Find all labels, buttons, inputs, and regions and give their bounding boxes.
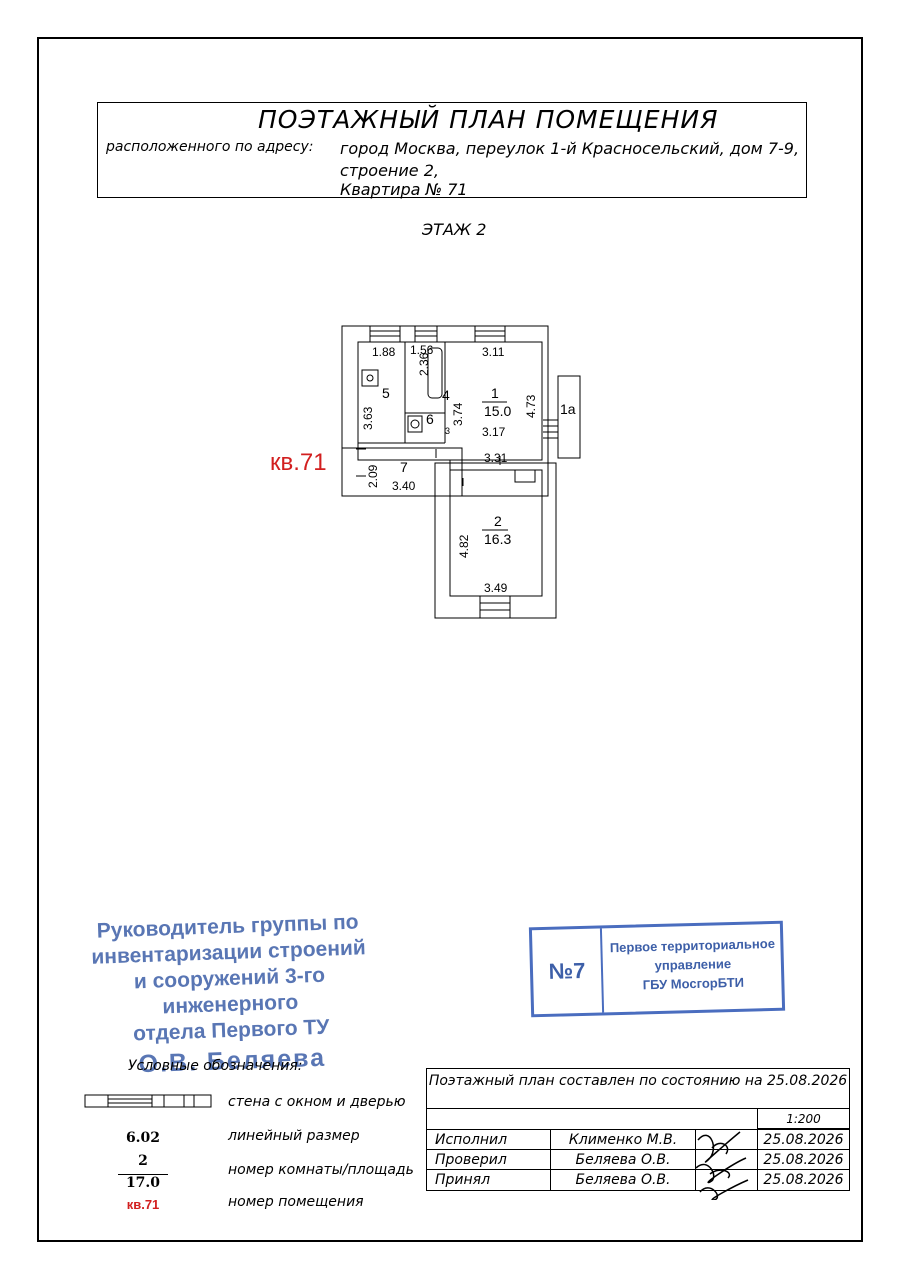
dim-room5-width: 1.88: [372, 345, 396, 359]
address-line-3: Квартира № 71: [340, 180, 468, 199]
legend-dim-sample: 6.02: [125, 1130, 161, 1146]
row-signature-cell: [695, 1170, 757, 1190]
plan-title: ПОЭТАЖНЫЙ ПЛАН ПОМЕЩЕНИЯ: [258, 105, 719, 134]
dim-bath-length: 2.36: [417, 352, 431, 376]
dim-room1-height: 4.73: [524, 394, 538, 418]
legend-room-num: 2: [138, 1153, 148, 1169]
room1a-num: 1а: [560, 401, 576, 417]
row-role: Принял: [435, 1172, 491, 1188]
title-block: ПОЭТАЖНЫЙ ПЛАН ПОМЕЩЕНИЯ расположенного …: [97, 102, 807, 199]
dim-room1-bottom: 3.17: [482, 425, 506, 439]
room5-num: 5: [382, 385, 390, 401]
dim-room7-height: 2.09: [366, 464, 380, 488]
row-signature-cell: [695, 1150, 757, 1170]
row-signature-cell: [695, 1130, 757, 1150]
row-name: Беляева О.В.: [550, 1150, 695, 1170]
row-role: Проверил: [435, 1152, 507, 1168]
dim-room5-height: 3.63: [361, 406, 375, 430]
table-row: Проверил Беляева О.В. 25.08.2026: [427, 1149, 849, 1170]
address-line-2: строение 2,: [340, 161, 439, 180]
row-name: Беляева О.В.: [550, 1170, 695, 1190]
dim-room2-bottom: 3.49: [484, 581, 508, 595]
address-line-1: город Москва, переулок 1-й Красносельски…: [340, 139, 800, 158]
dim-room2-height: 4.82: [457, 534, 471, 558]
apartment-label: кв.71: [270, 449, 327, 476]
table-header: Поэтажный план составлен по состоянию на…: [427, 1069, 849, 1109]
legend-apt-sample: кв.71: [126, 1197, 160, 1212]
office-stamp-text: Первое территориальное управление ГБУ Мо…: [602, 934, 783, 996]
floor-label: ЭТАЖ 2: [422, 220, 487, 239]
office-stamp-number: №7: [531, 928, 605, 1015]
manager-stamp: Руководитель группы по инвентаризации ст…: [77, 909, 382, 1079]
legend-wall-text: стена с окном и дверью: [228, 1094, 406, 1110]
dim-room1-width: 3.11: [482, 345, 505, 359]
room6-num: 6: [426, 411, 434, 427]
room2-num: 2: [494, 513, 502, 529]
approval-table: Поэтажный план составлен по состоянию на…: [426, 1068, 850, 1191]
row-date: 25.08.2026: [757, 1170, 849, 1190]
office-stamp: №7 Первое территориальное управление ГБУ…: [528, 920, 786, 1018]
handwritten-signature: [695, 1131, 749, 1200]
legend-dim-text: линейный размер: [228, 1128, 360, 1144]
office-stamp-line-3: ГБУ МосгорБТИ: [642, 974, 745, 993]
floor-plan: 1.88 1.56 3.11 2.36 4 3.74 1 15.0 4.73 1…: [260, 318, 590, 632]
dim-room7-width: 3.40: [392, 479, 416, 493]
legend-apt-text: номер помещения: [228, 1194, 364, 1210]
room1-area: 15.0: [484, 403, 511, 419]
legend-wall-symbol: [84, 1094, 212, 1108]
row-name: Клименко М.В.: [550, 1130, 695, 1150]
dim-bath-width: 1.56: [410, 343, 434, 357]
dim-small-3: 3: [445, 426, 450, 436]
row-date: 25.08.2026: [757, 1150, 849, 1170]
dim-room2-top: 3.31: [484, 451, 508, 465]
row-role: Исполнил: [435, 1132, 508, 1148]
room7-num: 7: [400, 459, 408, 475]
room2-area: 16.3: [484, 531, 511, 547]
room4-num: 4: [442, 387, 450, 403]
page-frame: [37, 37, 863, 1242]
row-date: 25.08.2026: [757, 1130, 849, 1150]
table-row: Принял Беляева О.В. 25.08.2026: [427, 1169, 849, 1190]
table-scale: 1:200: [757, 1109, 849, 1129]
dim-room1-inner: 3.74: [451, 402, 465, 426]
floor-plan-drawing: 1.88 1.56 3.11 2.36 4 3.74 1 15.0 4.73 1…: [270, 325, 581, 619]
legend-room-area: 17.0: [118, 1174, 168, 1191]
address-label: расположенного по адресу:: [106, 139, 314, 155]
legend-room-text: номер комнаты/площадь: [228, 1162, 414, 1178]
legend-title: Условные обозначения:: [128, 1058, 303, 1074]
table-row: Исполнил Клименко М.В. 25.08.2026: [427, 1129, 849, 1150]
room1-num: 1: [491, 385, 499, 401]
